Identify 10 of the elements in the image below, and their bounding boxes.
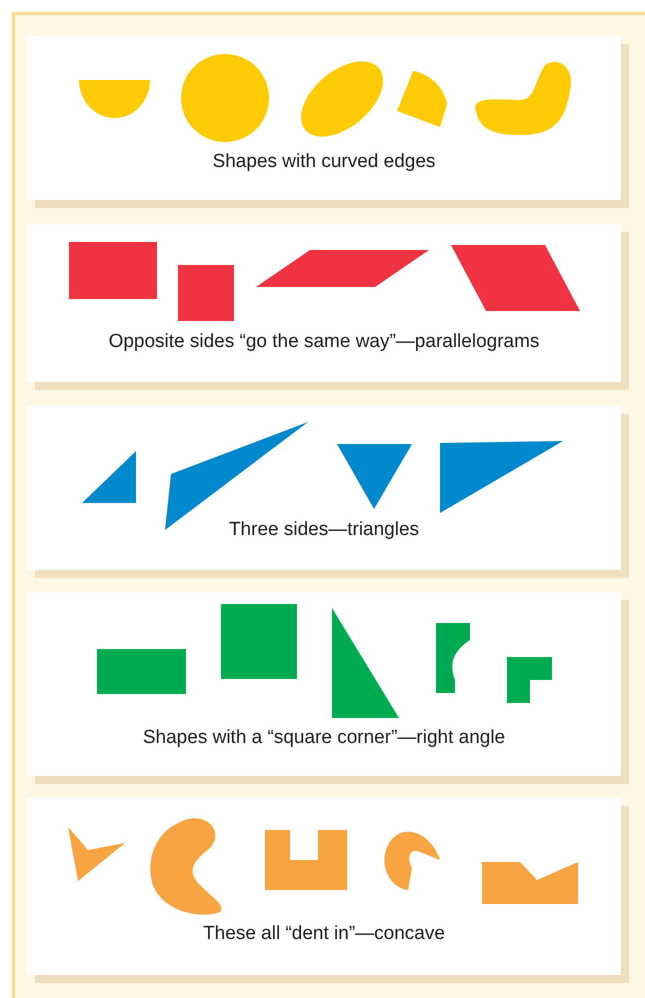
node-label: Shapes with curved edges (212, 151, 436, 173)
node-label: Three sides—triangles (228, 519, 420, 541)
card-panel (27, 798, 621, 975)
card-panel (27, 224, 621, 382)
node-label: These all “dent in”—concave (202, 923, 446, 945)
card-panel (27, 406, 621, 570)
card-panel (27, 36, 621, 200)
node-label: Opposite sides “go the same way”—parallelograms (108, 331, 540, 353)
card-panel (27, 592, 621, 776)
node-label: Shapes with a “square corner”—right angle (142, 727, 506, 749)
